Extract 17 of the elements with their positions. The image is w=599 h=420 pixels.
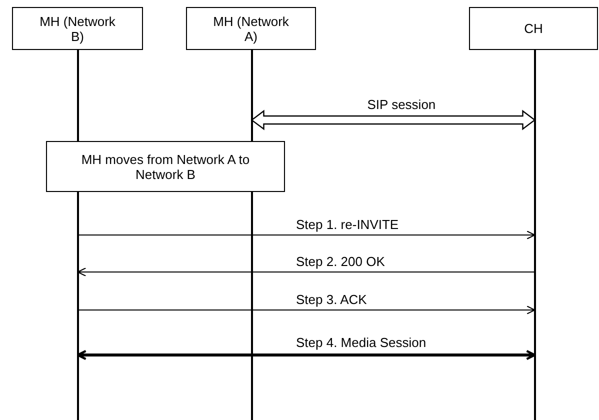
lifeline-header-box: MH (Network B): [12, 7, 143, 50]
lifeline: [250, 50, 254, 420]
arrow: [77, 305, 536, 315]
lifeline-header-box: CH: [469, 7, 598, 50]
double-arrow: [76, 350, 536, 360]
lifeline-header-box: MH (Network A): [186, 7, 316, 50]
double-arrow: [250, 110, 536, 130]
edge-label: Step 1. re-INVITE: [294, 217, 401, 232]
arrow: [77, 267, 536, 277]
edge-label: SIP session: [365, 97, 438, 112]
arrow: [77, 230, 536, 240]
edge-label: Step 3. ACK: [294, 292, 369, 307]
lifeline: [533, 50, 536, 420]
edge-label: Step 2. 200 OK: [294, 254, 387, 269]
lifeline: [76, 50, 80, 420]
edge-label: Step 4. Media Session: [294, 335, 428, 350]
note-box: MH moves from Network A to Network B: [46, 141, 285, 192]
